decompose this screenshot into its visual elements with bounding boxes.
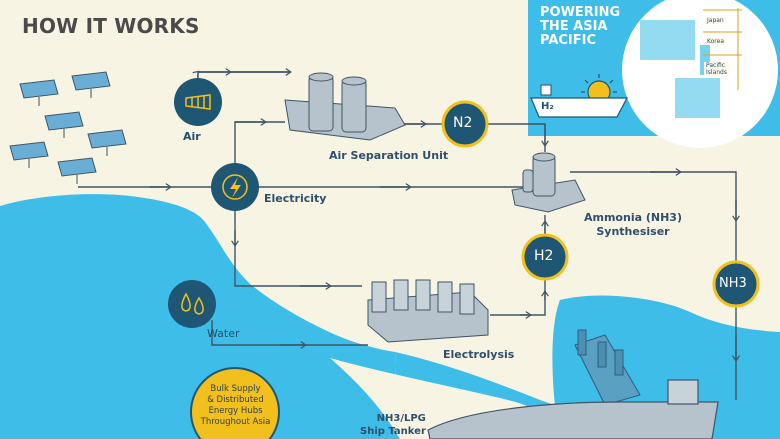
inset-ship	[530, 84, 628, 118]
nh3-node-label: NH3	[719, 276, 747, 291]
electrolysis-unit	[367, 279, 489, 343]
country-korea: Korea	[705, 38, 727, 45]
country-japan: Japan	[705, 17, 726, 24]
wind-turbine-icon	[185, 94, 211, 110]
air-separation-unit	[284, 72, 406, 141]
air-label: Air	[183, 130, 201, 143]
ship-tanker-label: NH3/LPG Ship Tanker	[360, 413, 426, 437]
electricity-label: Electricity	[264, 192, 327, 205]
water-label: Water	[207, 327, 240, 340]
ammonia-synthesiser	[511, 152, 586, 213]
water-node	[168, 280, 216, 328]
air-node	[174, 78, 222, 126]
h2-node-label: H2	[534, 248, 554, 264]
flow-lines	[78, 68, 740, 400]
country-pacific-islands: Pacific Islands	[704, 62, 729, 76]
lightning-icon	[230, 177, 241, 198]
inset-ship-label: H₂	[541, 101, 554, 112]
electrolysis-label: Electrolysis	[443, 348, 515, 361]
globe-land-dots	[640, 20, 720, 118]
air-separation-label: Air Separation Unit	[329, 149, 449, 162]
bulk-supply-text: Bulk Supply & Distributed Energy Hubs Th…	[200, 384, 271, 427]
page-title: HOW IT WORKS	[22, 14, 200, 38]
solar-panel-icon	[9, 71, 127, 184]
nh3-node	[712, 260, 760, 308]
ammonia-label: Ammonia (NH3) Synthesiser	[584, 211, 682, 238]
n2-node	[441, 100, 489, 148]
electricity-node	[211, 163, 259, 211]
n2-node-label: N2	[453, 115, 473, 131]
ship-tanker	[427, 379, 719, 439]
h2-node	[521, 233, 569, 281]
inset-title: POWERING THE ASIA PACIFIC	[540, 5, 621, 48]
jetty	[574, 329, 641, 406]
water-drops-icon	[181, 292, 204, 315]
bulk-supply-badge	[190, 367, 280, 439]
